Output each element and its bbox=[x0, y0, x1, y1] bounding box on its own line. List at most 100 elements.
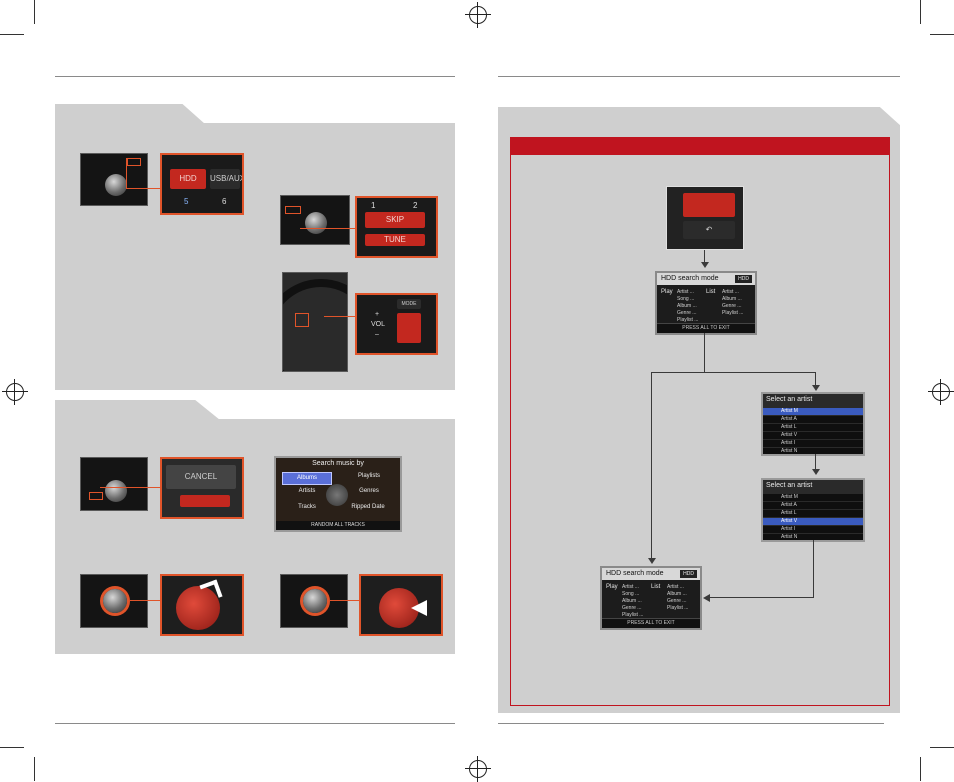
audio-knob bbox=[305, 212, 327, 234]
crop-mark bbox=[920, 757, 921, 781]
preset-1-label: 1 bbox=[371, 201, 376, 210]
audio-knob bbox=[103, 589, 127, 613]
cancel-highlight-box bbox=[89, 492, 103, 500]
left-footer-rule bbox=[55, 723, 455, 724]
list-list[interactable]: Artist ...Album ...Genre ...Playlist ... bbox=[667, 584, 689, 611]
flow-arrow bbox=[651, 372, 652, 560]
crop-mark bbox=[920, 0, 921, 24]
knob-press-zoom bbox=[359, 574, 443, 636]
steering-red-button[interactable] bbox=[683, 193, 735, 217]
console-photo-hdd bbox=[80, 153, 148, 206]
hdd-button[interactable]: HDD bbox=[170, 169, 206, 189]
cancel-button-zoom: CANCEL bbox=[160, 457, 244, 519]
search-option-albums[interactable]: Albums bbox=[282, 472, 332, 485]
arrowhead-down bbox=[648, 558, 656, 564]
red-button[interactable] bbox=[180, 495, 230, 507]
search-option-tracks[interactable]: Tracks bbox=[298, 504, 316, 510]
red-knob[interactable] bbox=[176, 586, 220, 630]
registration-mark-left bbox=[2, 379, 28, 405]
search-option-artists[interactable]: Artists bbox=[298, 488, 316, 494]
arrowhead-down bbox=[701, 262, 709, 268]
hdd-tag: HDD bbox=[680, 570, 697, 578]
arrowhead-down bbox=[812, 385, 820, 391]
play-list[interactable]: Artist ...Song ...Album ...Genre ...Play… bbox=[677, 289, 699, 323]
console-photo-cancel bbox=[80, 457, 148, 511]
callout-line bbox=[300, 228, 355, 229]
artist-row[interactable]: Artist V bbox=[763, 518, 863, 526]
search-music-title: Search music by bbox=[312, 460, 364, 467]
flow-arrow bbox=[815, 372, 816, 386]
callout-line bbox=[126, 158, 127, 188]
hdd-steering-button-photo: ↶ bbox=[666, 186, 744, 250]
console-photo-skip bbox=[280, 195, 350, 245]
channel-button[interactable] bbox=[397, 313, 421, 343]
left-bottom-panel-tab bbox=[55, 400, 220, 420]
steering-highlight-box bbox=[295, 313, 309, 327]
play-heading: Play bbox=[661, 289, 673, 295]
play-heading: Play bbox=[606, 584, 618, 590]
callout-line bbox=[324, 316, 356, 317]
artist-row[interactable]: Artist M bbox=[763, 408, 863, 416]
flow-arrow bbox=[815, 454, 816, 470]
list-heading: List bbox=[706, 289, 716, 295]
crop-mark bbox=[34, 0, 35, 24]
skip-button[interactable]: SKIP bbox=[365, 212, 425, 228]
callout-line bbox=[330, 600, 360, 601]
steering-back-button[interactable]: ↶ bbox=[683, 221, 735, 239]
usb-aux-button[interactable]: USB/AUX bbox=[210, 169, 242, 189]
preset-5-label: 5 bbox=[184, 197, 189, 206]
artist-row[interactable]: Artist N bbox=[763, 448, 863, 454]
crop-mark bbox=[0, 34, 24, 35]
hdd-button-zoom: HDD USB/AUX 5 6 bbox=[160, 153, 244, 215]
flow-arrow bbox=[813, 540, 814, 598]
artist-row[interactable]: Artist I bbox=[763, 440, 863, 448]
cancel-button[interactable]: CANCEL bbox=[166, 465, 236, 489]
tune-button[interactable]: TUNE bbox=[365, 234, 425, 246]
random-all-tracks-footer[interactable]: RANDOM ALL TRACKS bbox=[276, 521, 400, 530]
artist-row[interactable]: Artist M bbox=[763, 494, 863, 502]
search-music-screen: Search music by Albums Playlists Artists… bbox=[274, 456, 402, 532]
vol-label: VOL bbox=[371, 321, 386, 328]
artist-row[interactable]: Artist A bbox=[763, 502, 863, 510]
crop-mark bbox=[0, 747, 24, 748]
artist-row[interactable]: Artist L bbox=[763, 424, 863, 432]
mode-button[interactable]: MODE bbox=[397, 299, 421, 309]
console-photo-rotate bbox=[80, 574, 148, 628]
play-list[interactable]: Artist ...Song ...Album ...Genre ...Play… bbox=[622, 584, 644, 618]
crop-mark bbox=[930, 747, 954, 748]
artist-row[interactable]: Artist I bbox=[763, 526, 863, 534]
search-option-genres[interactable]: Genres bbox=[359, 488, 379, 494]
list-heading: List bbox=[651, 584, 661, 590]
search-option-playlists[interactable]: Playlists bbox=[357, 473, 380, 479]
skip-button-zoom: 1 2 SKIP TUNE bbox=[355, 196, 438, 258]
audio-knob bbox=[303, 589, 327, 613]
search-option-ripped-date[interactable]: Ripped Date bbox=[351, 504, 385, 510]
steering-wheel-rim bbox=[283, 279, 347, 371]
preset-2-label: 2 bbox=[413, 201, 418, 210]
left-header-rule bbox=[55, 76, 455, 77]
artist-row[interactable]: Artist V bbox=[763, 432, 863, 440]
red-header-bar bbox=[510, 137, 890, 155]
skip-highlight-box bbox=[285, 206, 301, 214]
arrowhead-down bbox=[812, 469, 820, 475]
artist-list-title: Select an artist bbox=[763, 394, 863, 408]
right-header-rule bbox=[498, 76, 900, 77]
center-dial-icon bbox=[326, 484, 348, 506]
flow-arrow bbox=[704, 333, 705, 373]
knob-rotate-zoom bbox=[160, 574, 244, 636]
artist-row[interactable]: Artist L bbox=[763, 510, 863, 518]
console-photo-press bbox=[280, 574, 348, 628]
artist-list-screen: Select an artist Artist M Artist A Artis… bbox=[761, 478, 865, 542]
artist-row[interactable]: Artist A bbox=[763, 416, 863, 424]
callout-line bbox=[126, 188, 160, 189]
preset-6-label: 6 bbox=[222, 197, 227, 206]
list-list[interactable]: Artist ...Album ...Genre ...Playlist ... bbox=[722, 289, 744, 316]
vol-minus-label: – bbox=[375, 331, 379, 338]
artist-row[interactable]: Artist N bbox=[763, 534, 863, 540]
crop-mark bbox=[34, 757, 35, 781]
steering-wheel-photo bbox=[282, 272, 348, 372]
